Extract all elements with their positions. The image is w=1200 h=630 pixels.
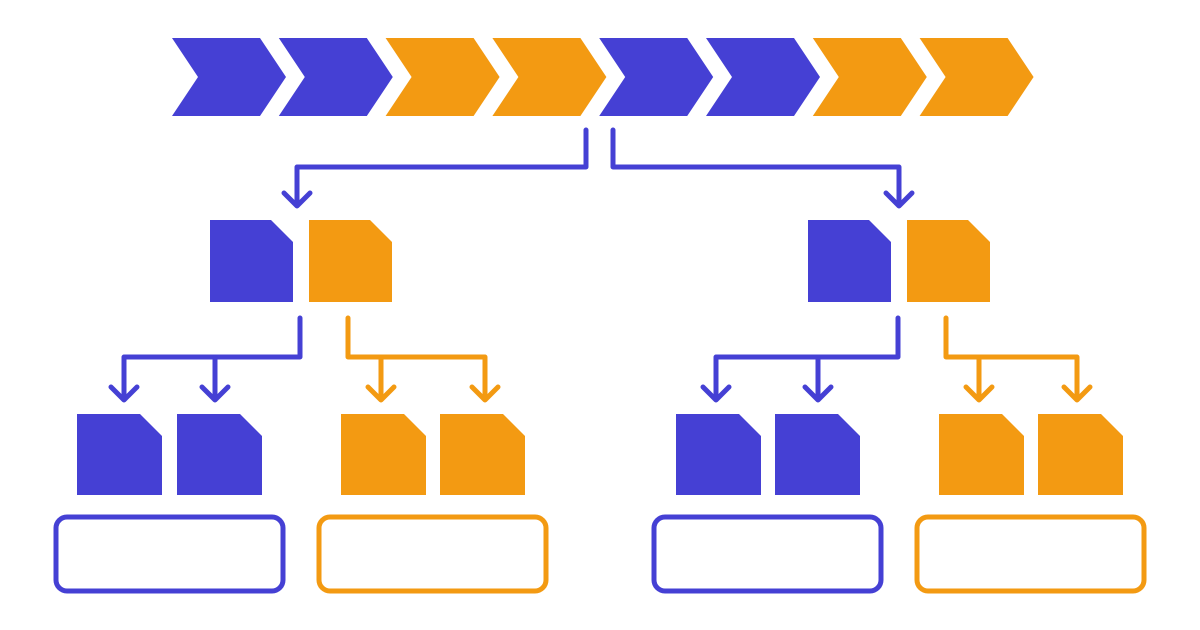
- split-document-blue: [210, 220, 293, 302]
- container-layer: [53, 514, 1147, 594]
- arrowhead: [963, 384, 995, 403]
- connector-split-to-group: [943, 315, 1080, 401]
- connector-split-to-group: [713, 315, 901, 401]
- arrowhead: [700, 384, 732, 403]
- output-document-blue: [177, 414, 262, 495]
- connector-pipeline-to-right: [610, 127, 902, 207]
- split-document-orange: [309, 220, 392, 302]
- arrowhead: [199, 384, 231, 403]
- split-document-blue: [808, 220, 891, 302]
- output-container-blue: [651, 514, 884, 594]
- pipeline-chevron-segment: [706, 38, 820, 116]
- output-document-orange: [341, 414, 426, 495]
- output-document-orange: [440, 414, 525, 495]
- arrowhead: [365, 384, 397, 403]
- pipeline-chevron-segment: [278, 38, 393, 116]
- pipeline-band: [172, 38, 1034, 116]
- output-container-orange: [914, 514, 1147, 594]
- arrowhead: [281, 190, 313, 209]
- arrowhead: [469, 384, 501, 403]
- pipeline-chevron-segment: [172, 38, 286, 116]
- split-document-orange: [907, 220, 990, 302]
- connector-split-to-group: [121, 315, 303, 401]
- pipeline-chevron-segment: [385, 38, 500, 116]
- arrowhead: [108, 384, 140, 403]
- pipeline-chevron-segment: [492, 38, 607, 116]
- arrowhead: [883, 190, 915, 209]
- output-container-orange: [316, 514, 549, 594]
- connector-pipeline-to-left: [294, 127, 589, 207]
- output-document-orange: [939, 414, 1024, 495]
- output-container-blue: [53, 514, 286, 594]
- arrowhead: [1061, 384, 1093, 403]
- output-document-blue: [676, 414, 761, 495]
- pipeline-chevron-segment: [919, 38, 1034, 116]
- connector-split-to-group: [345, 315, 488, 401]
- output-document-orange: [1038, 414, 1123, 495]
- pipeline-chevron-segment: [599, 38, 714, 116]
- arrowhead: [802, 384, 834, 403]
- output-document-blue: [77, 414, 162, 495]
- pipeline-chevron-segment: [812, 38, 927, 116]
- output-document-blue: [775, 414, 860, 495]
- document-layer: [77, 220, 1123, 495]
- connector-layer: [108, 127, 1093, 403]
